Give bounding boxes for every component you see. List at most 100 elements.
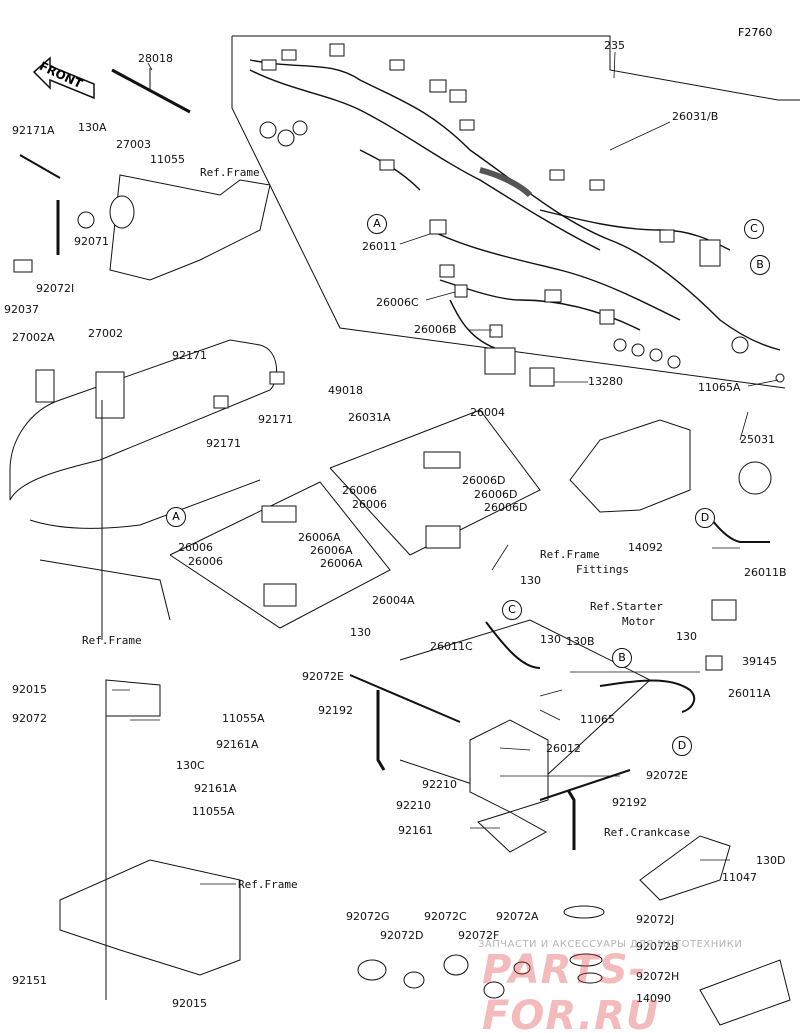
part-label: 92072D [380,929,424,942]
part-label: 26006B [414,323,457,336]
ref-starter-2: Motor [622,615,656,628]
part-label: 26011 [362,240,397,253]
part-label: 11047 [722,871,757,884]
part-label: 92071 [74,235,109,248]
part-label: 92171 [172,349,207,362]
part-label: 92192 [318,704,353,717]
part-label: 92171 [258,413,293,426]
bottom-tray [59,859,241,976]
ref-crankcase: Ref.Crankcase [604,826,691,839]
ref-circle-c-1: C [744,219,764,239]
horn-bracket [109,174,271,281]
part-label: 235 [604,39,625,52]
part-label: 92072B [636,940,679,953]
part-label: 92151 [12,974,47,987]
part-label: 26011A [728,687,771,700]
frame-fittings [569,419,691,513]
part-label: 26031/B [672,110,719,123]
watermark-logo: PARTS-FOR.RU [482,947,660,1033]
part-label: 92037 [4,303,39,316]
battery [469,719,549,813]
part-label: 26006 [352,498,387,511]
part-label: 26006A [298,531,341,544]
ref-circle-c-2: C [502,600,522,620]
ref-frame-fittings-1: Ref.Frame [540,548,600,561]
part-label: 92192 [612,796,647,809]
front-direction-arrow [30,50,100,102]
ref-circle-a-1: A [367,214,387,234]
part-label: 26012 [546,742,581,755]
part-label: 130 [540,633,561,646]
part-label: 92210 [396,799,431,812]
ref-circle-b-2: B [612,648,632,668]
part-label: 92072J [636,913,675,926]
part-label: 11065 [580,713,615,726]
leader-lines [112,51,779,885]
harness-box-outline [232,35,800,101]
ref-circle-a-2: A [166,507,186,527]
part-label: 130 [520,574,541,587]
part-label: 92161A [216,738,259,751]
part-label: 92072 [12,712,47,725]
part-label: 92072A [496,910,539,923]
part-label: 11065A [698,381,741,394]
part-label: 130D [756,854,786,867]
part-label: 92072F [458,929,500,942]
part-label: 26011C [430,640,473,653]
part-label: 26006D [462,474,506,487]
part-label: 26006 [188,555,223,568]
part-label: 92072E [302,670,344,683]
part-label: 26006 [342,484,377,497]
part-label: 26006C [376,296,419,309]
part-label: 26006 [178,541,213,554]
ref-frame-bottom: Ref.Frame [238,878,298,891]
part-label: 26004A [372,594,415,607]
part-label: 26006A [320,557,363,570]
part-label: 26031A [348,411,391,424]
ref-starter-1: Ref.Starter [590,600,663,613]
part-label: 27002 [88,327,123,340]
part-label: 13280 [588,375,623,388]
part-label: 130B [566,635,595,648]
watermark-caption: ЗАПЧАСТИ И АКСЕССУАРЫ ДЛЯ МОТОТЕХНИКИ [478,939,743,950]
part-label: 11055 [150,153,185,166]
part-label: 92171 [206,437,241,450]
part-label: 92072C [424,910,467,923]
part-label: 92072I [36,282,75,295]
part-label: 92171A [12,124,55,137]
part-label: 14092 [628,541,663,554]
frame-tubes-left [9,339,278,501]
part-label: 26011B [744,566,787,579]
harness-connectors [259,43,785,387]
part-label: 14090 [636,992,671,1005]
ref-frame-mid: Ref.Frame [82,634,142,647]
crankcase [639,835,731,901]
part-label: 27003 [116,138,151,151]
part-label: 26006A [310,544,353,557]
ref-circle-d-1: D [695,508,715,528]
part-label: 92072H [636,970,680,983]
part-label: 92210 [422,778,457,791]
ref-frame-top: Ref.Frame [200,166,260,179]
part-label: 26004 [470,406,505,419]
part-label: 92072G [346,910,390,923]
part-label: 26006D [484,501,528,514]
part-label: 39145 [742,655,777,668]
part-label: 26006D [474,488,518,501]
part-label: 92015 [12,683,47,696]
main-wiring-harness [249,59,781,351]
part-label: 11055A [192,805,235,818]
part-label: 130 [350,626,371,639]
part-label: 92015 [172,997,207,1010]
part-label: 11055A [222,712,265,725]
part-label: 92161A [194,782,237,795]
ref-circle-b-1: B [750,255,770,275]
part-label: 27002A [12,331,55,344]
part-label: 25031 [740,433,775,446]
ref-circle-d-2: D [672,736,692,756]
part-label: 130C [176,759,205,772]
figure-number: F2760 [738,26,773,39]
ref-frame-fittings-2: Fittings [576,563,629,576]
fusebox-26004-outline [329,409,541,556]
